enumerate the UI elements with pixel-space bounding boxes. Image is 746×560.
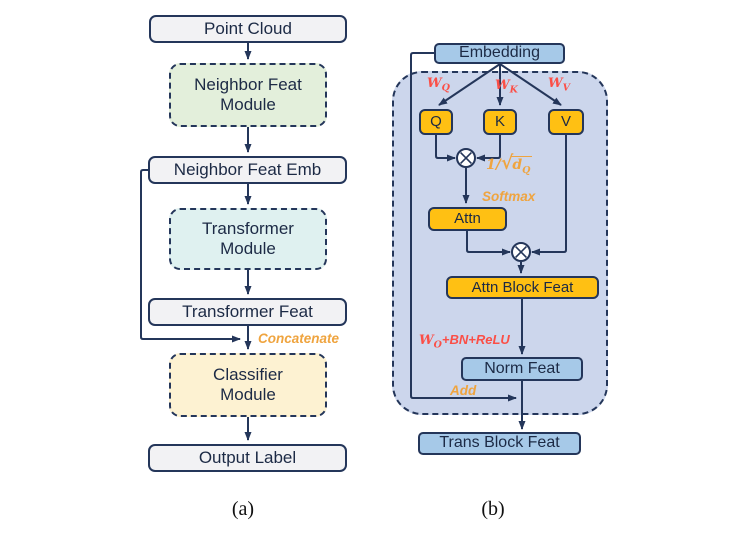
node-point-cloud-label: Point Cloud [204,19,292,39]
cm-label-line1: Classifier [213,365,283,385]
output-label-text: Output Label [198,448,297,468]
nfm-label-line1: Neighbor Feat [194,75,302,95]
node-neighbor-feat-emb: Neighbor Feat Emb [148,156,347,184]
caption-b: (b) [481,498,505,520]
node-norm-feat: Norm Feat [461,357,583,381]
weight-q-label: WQ [427,76,450,94]
attn-label: Attn [454,210,481,228]
nfe-label: Neighbor Feat Emb [173,160,322,180]
node-classifier-module: Classifier Module [169,353,327,417]
panel-a-connectors [140,43,252,441]
node-attn: Attn [428,207,507,231]
arrow-embedding-to-q [438,63,501,106]
abf-label: Attn Block Feat [471,278,574,296]
tf-label: Transformer Feat [182,302,313,322]
matmul-product-icon-2 [511,242,531,262]
skip-connection-add [410,52,517,402]
node-trans-block-feat: Trans Block Feat [418,432,581,455]
skip-connection-concatenate [140,169,241,343]
weight-v-label: WV [548,76,570,94]
node-embedding: Embedding [434,43,565,64]
q-label: Q [430,113,442,131]
cm-label-line2: Module [220,385,276,404]
weight-o-bn-relu-label: WO+BN+ReLU [419,332,510,351]
arrow-v-to-matmul2 [531,135,567,256]
scale-factor-label: 1/√dQ [486,152,533,176]
tm-label-line1: Transformer [202,219,294,239]
caption-a: (a) [231,498,255,520]
node-neighbor-feat-module: Neighbor Feat Module [169,63,327,127]
softmax-label: Softmax [482,189,536,204]
tbf-label: Trans Block Feat [439,434,560,452]
arrow-k-to-matmul1 [476,135,501,162]
node-k: K [483,109,517,135]
weight-k-label: WK [495,78,518,96]
node-q: Q [419,109,453,135]
k-label: K [494,113,505,131]
node-output-label: Output Label [148,444,347,472]
v-label: V [560,113,571,131]
node-attn-block-feat: Attn Block Feat [446,276,599,299]
node-transformer-feat: Transformer Feat [148,298,347,326]
node-v: V [548,109,584,135]
norm-feat-label: Norm Feat [484,359,560,377]
arrow-attn-to-matmul2 [466,231,511,256]
arrow-embedding-to-v [499,63,562,106]
matmul-product-icon-1 [456,148,476,168]
nfm-label-line2: Module [220,95,276,114]
panel-b-connectors [410,52,567,430]
embedding-label: Embedding [459,44,540,62]
concatenate-label: Concatenate [258,331,340,346]
node-transformer-module: Transformer Module [169,208,327,270]
arrow-q-to-matmul1 [435,135,456,162]
tm-label-line2: Module [220,239,276,258]
node-point-cloud: Point Cloud [149,15,347,43]
add-label: Add [450,383,477,398]
